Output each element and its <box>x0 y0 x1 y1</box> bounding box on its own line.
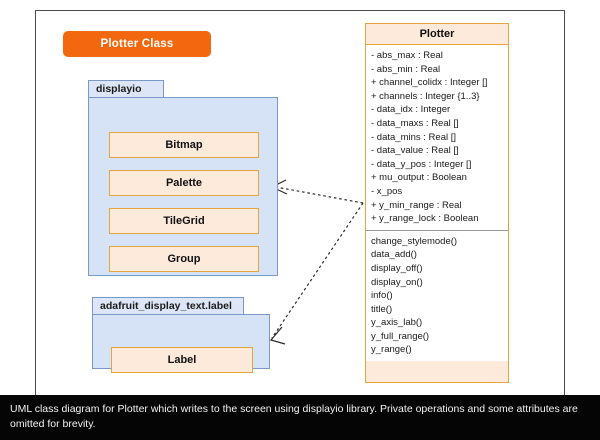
package-label-body: Label <box>92 314 270 373</box>
plotter-attribute-10: - x_pos <box>371 185 403 197</box>
plotter-attribute-3: + channels : Integer {1..3} <box>371 90 480 102</box>
plotter-attribute-7: - data_value : Real [] <box>371 145 459 157</box>
class-box-plotter: Plotter - abs_max : Real - abs_min : Real… <box>365 23 509 383</box>
plotter-class-badge: Plotter Class <box>63 31 211 57</box>
arrowhead-label <box>269 326 286 345</box>
plotter-operation-8: y_range() <box>371 344 412 356</box>
plotter-attribute-8: - data_y_pos : Integer [] <box>371 158 472 170</box>
figure-caption: UML class diagram for Plotter which writ… <box>0 395 600 440</box>
package-label-tab: adafruit_display_text.label <box>92 297 244 315</box>
plotter-operation-0: change_stylemode() <box>371 235 458 247</box>
plotter-operation-2: display_off() <box>371 262 423 274</box>
plotter-operation-4: info() <box>371 290 393 302</box>
plotter-operation-3: display_on() <box>371 276 423 288</box>
class-name-label: Label <box>167 354 197 366</box>
class-name-plotter: Plotter <box>366 24 508 45</box>
class-box-group: Group <box>109 246 259 272</box>
plotter-attribute-0: - abs_max : Real <box>371 50 443 61</box>
plotter-operation-6: y_axis_lab() <box>371 317 423 329</box>
class-box-palette: Palette <box>109 170 259 196</box>
plotter-attribute-2: + channel_colidx : Integer [] <box>371 77 488 89</box>
class-name-palette: Palette <box>165 177 203 189</box>
class-box-bitmap: Bitmap <box>109 132 259 158</box>
dependency-plotter-to-displayio <box>275 186 364 204</box>
plotter-attribute-12: + y_range_lock : Boolean <box>371 213 479 225</box>
plotter-operations-compartment: change_stylemode() data_add()display_off(… <box>366 230 508 362</box>
package-displayio: displayio Bitmap Palette TileGrid Group <box>88 80 278 276</box>
class-name-tilegrid: TileGrid <box>163 215 205 227</box>
class-name-group: Group <box>167 253 201 265</box>
plotter-operation-5: title() <box>371 303 393 315</box>
dependency-plotter-to-label <box>271 202 364 339</box>
plotter-attribute-11: + y_min_range : Real <box>371 199 462 211</box>
class-box-label: Label <box>111 347 253 373</box>
plotter-attribute-6: - data_mins : Real [] <box>371 131 457 143</box>
plotter-attributes-compartment: - abs_max : Real - abs_min : Real + channe… <box>366 45 508 231</box>
package-displayio-body: Bitmap Palette TileGrid Group <box>88 97 278 276</box>
plotter-operation-7: y_full_range() <box>371 330 430 342</box>
figure-caption-text: UML class diagram for Plotter which writ… <box>10 403 578 430</box>
package-displayio-tab: displayio <box>88 80 164 98</box>
class-name-bitmap: Bitmap <box>165 139 203 151</box>
package-adafruit-display-text-label: adafruit_display_text.label Label <box>92 297 270 373</box>
plotter-class-badge-label: Plotter Class <box>100 38 174 50</box>
package-label-label: adafruit_display_text.label <box>100 300 232 312</box>
plotter-attribute-5: - data_maxs : Real [] <box>371 117 459 129</box>
plotter-attribute-1: - abs_min : Real <box>371 63 441 75</box>
package-displayio-label: displayio <box>96 83 142 95</box>
plotter-attribute-4: - data_idx : Integer <box>371 104 451 116</box>
class-box-tilegrid: TileGrid <box>109 208 259 234</box>
plotter-operation-1: data_add() <box>371 249 417 261</box>
plotter-attribute-9: + mu_output : Boolean <box>371 172 467 184</box>
